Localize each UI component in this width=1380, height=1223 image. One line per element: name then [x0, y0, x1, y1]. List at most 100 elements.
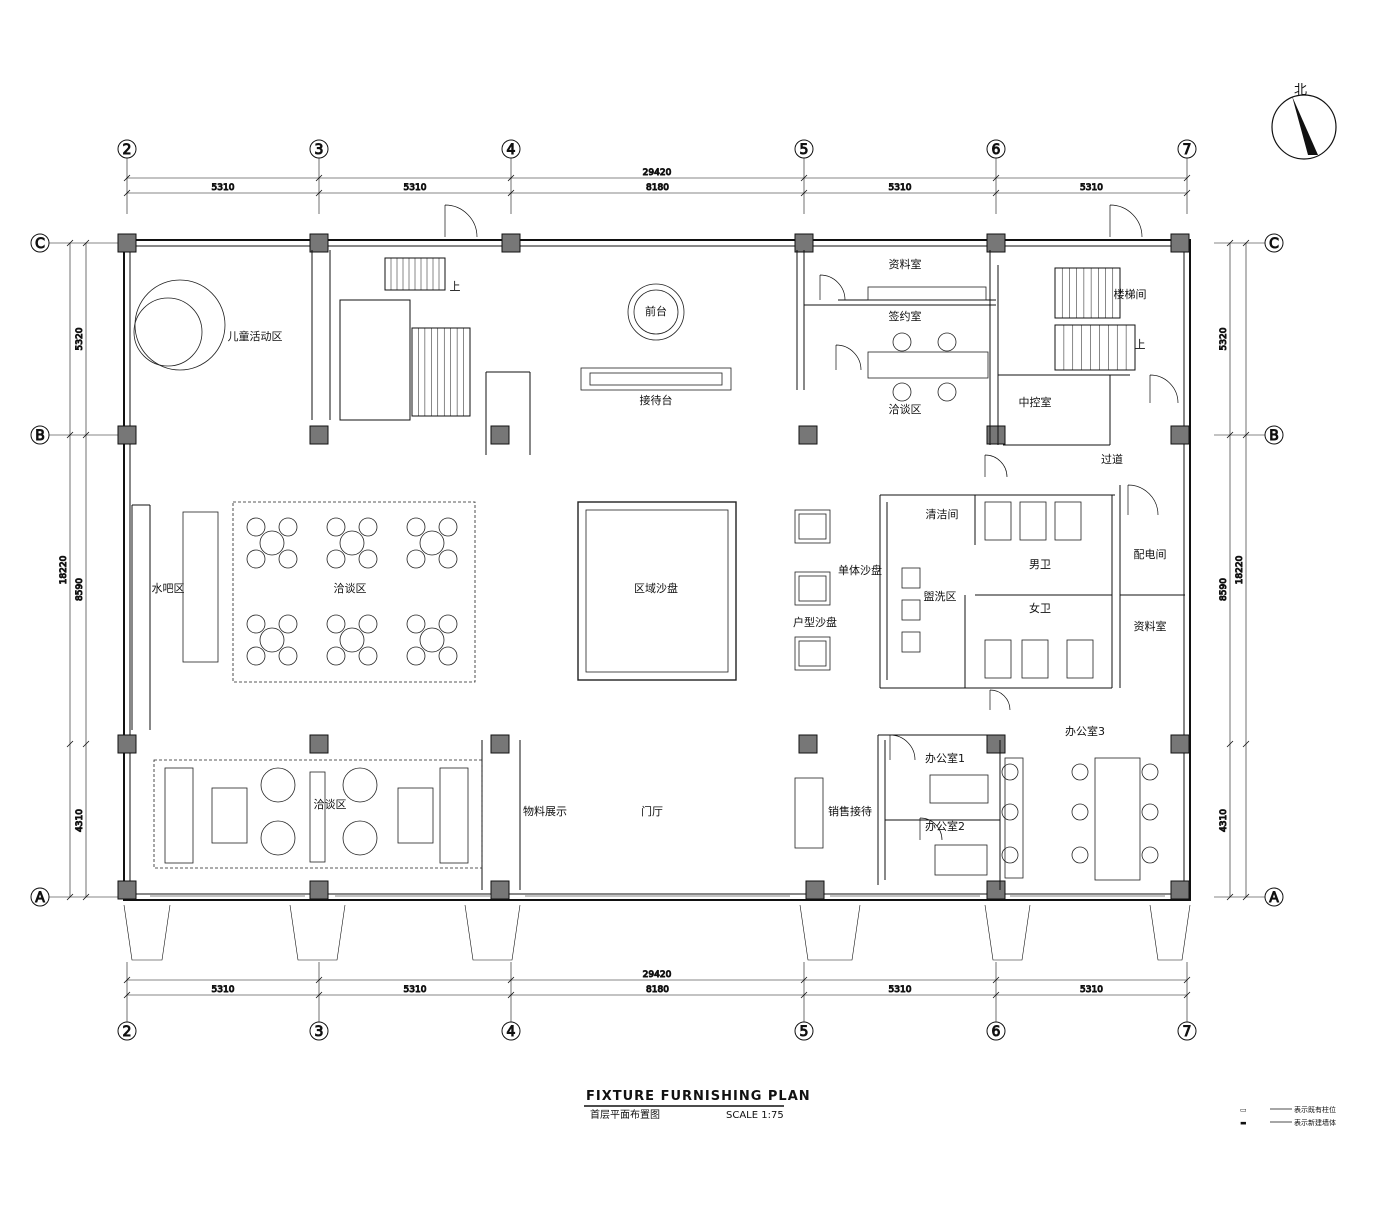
door-swing [1109, 204, 1143, 238]
chair [246, 614, 266, 634]
room-label-stair-up-right: 上 [1135, 338, 1146, 351]
grid-row-label: C [35, 236, 45, 252]
dimension-tick [1242, 239, 1250, 247]
reception-feature [627, 283, 685, 341]
dimension-tick [1183, 189, 1191, 197]
dimension-tick [123, 174, 131, 182]
negotiation-zone [232, 501, 476, 683]
dimension-span: 8180 [646, 985, 669, 995]
structural-column [490, 880, 510, 900]
door-swing [1149, 374, 1179, 404]
dimension-tick [82, 239, 90, 247]
dimension-tick [800, 174, 808, 182]
chair [278, 517, 298, 537]
structural-column [986, 233, 1006, 253]
model-box-inner [798, 640, 827, 667]
round-table [419, 530, 445, 556]
dimension-span: 5310 [1080, 985, 1103, 995]
dimension-span: 5320 [1219, 327, 1229, 350]
structural-column [309, 880, 329, 900]
sales-sofa [794, 777, 824, 849]
dimension-tick [315, 189, 323, 197]
structural-column [1170, 734, 1190, 754]
chair [1141, 763, 1159, 781]
armchair [342, 767, 378, 803]
outer-wall-inner [129, 245, 1185, 895]
dimension-span: 8180 [646, 183, 669, 193]
room-label-kids-area: 儿童活动区 [228, 329, 283, 343]
dimension-span: 5320 [75, 327, 85, 350]
room-label-negotiation: 洽谈区 [334, 582, 367, 595]
sofa [439, 767, 469, 864]
chair [326, 646, 346, 666]
door-swing [819, 274, 846, 301]
structural-column [986, 734, 1006, 754]
bar-counter [182, 511, 219, 663]
room-label-power-room: 配电间 [1134, 548, 1167, 561]
legend-text-1: 表示既有柱位 [1294, 1105, 1336, 1114]
room-label-sand-table: 区域沙盘 [634, 581, 678, 595]
plan-title: FIXTURE FURNISHING PLAN [586, 1089, 811, 1104]
dimension-total: 18220 [59, 555, 69, 584]
dimension-tick [66, 893, 74, 901]
office-desk [934, 844, 988, 876]
canopy-panel [799, 904, 861, 961]
chair [892, 332, 912, 352]
room-label-entrance-hall: 门厅 [641, 804, 663, 818]
chair [278, 614, 298, 634]
structural-column [1170, 233, 1190, 253]
chair [278, 549, 298, 569]
room-label-material-display: 物料展示 [523, 804, 567, 818]
archive-shelf [867, 286, 987, 301]
room-label-negotiation-right: 洽谈区 [889, 403, 922, 416]
round-table [339, 627, 365, 653]
room-label-men: 男卫 [1029, 558, 1051, 571]
sand-table [585, 509, 729, 673]
dimension-span: 5310 [404, 183, 427, 193]
chair [438, 517, 458, 537]
chair [406, 549, 426, 569]
room-label-reception-label: 接待台 [640, 393, 673, 407]
room-label-reception: 前台 [645, 304, 667, 318]
room-label-cleaning: 清洁间 [926, 508, 959, 521]
escalator [411, 327, 471, 417]
chair [892, 382, 912, 402]
legend-text-2: 表示新建墙体 [1294, 1118, 1336, 1127]
toilet-stall [984, 639, 1012, 679]
structural-column [798, 734, 818, 754]
round-table [419, 627, 445, 653]
chair [1071, 763, 1089, 781]
structural-column [1170, 425, 1190, 445]
model-box [794, 509, 831, 544]
dimension-span: 4310 [75, 809, 85, 832]
room-label-control-room: 中控室 [1019, 395, 1052, 409]
round-table [259, 627, 285, 653]
grid-column-label: 5 [800, 1024, 809, 1040]
dimension-tick [507, 991, 515, 999]
dimension-tick [507, 189, 515, 197]
chair [937, 332, 957, 352]
chair [358, 614, 378, 634]
chair [1001, 763, 1019, 781]
armchair [342, 820, 378, 856]
chair [406, 646, 426, 666]
room-label-corridor: 过道 [1101, 452, 1123, 466]
canopy-panel [289, 904, 346, 961]
dimension-tick [1183, 174, 1191, 182]
north-label: 北 [1294, 83, 1307, 98]
coffee-table [211, 787, 248, 844]
dimension-tick [1183, 976, 1191, 984]
armchair [260, 820, 296, 856]
wash-basin [901, 567, 921, 589]
chair [246, 646, 266, 666]
dimension-span: 5310 [212, 183, 235, 193]
dimension-span: 5310 [212, 985, 235, 995]
room-label-model-sand: 单体沙盘 [838, 563, 882, 577]
model-box [794, 636, 831, 671]
wash-basin [901, 599, 921, 621]
grid-row-label: B [1269, 428, 1279, 444]
grid-column-label: 7 [1183, 142, 1192, 158]
dimension-tick [992, 991, 1000, 999]
office-workstations [1094, 757, 1141, 881]
